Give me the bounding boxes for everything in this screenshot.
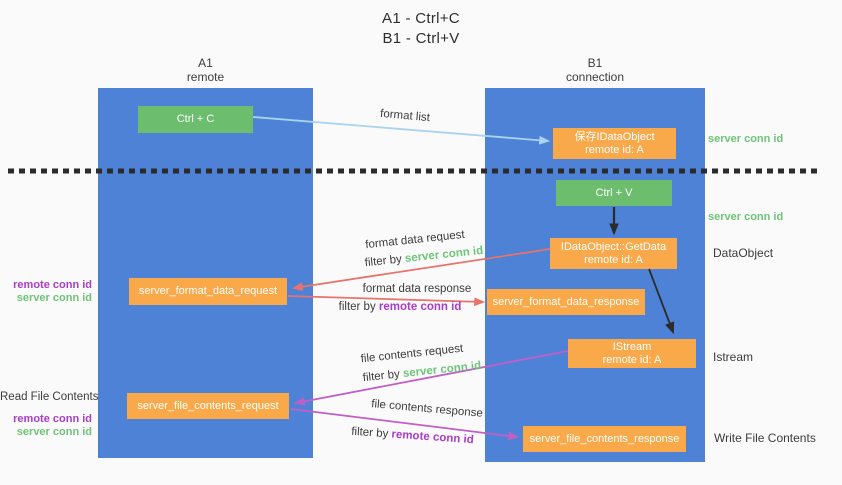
left-server-conn-id-1: server conn id xyxy=(16,292,92,304)
dataobject-annotation: DataObject xyxy=(713,246,774,260)
label-filter-by-remote-2: filter by remote conn id xyxy=(345,425,481,447)
left-server-conn-id-2: server conn id xyxy=(16,426,92,438)
remote-conn-id-text: remote conn id xyxy=(378,301,462,313)
left-conn-pair-2: remote conn id server conn id xyxy=(0,413,92,439)
getdata-box: IDataObject::GetData remote id: A xyxy=(550,238,677,269)
left-remote-conn-id-2: remote conn id xyxy=(13,413,92,425)
filter-by-text: filter by xyxy=(362,368,401,385)
istream-line1: IStream xyxy=(612,340,652,353)
filter-by-text: filter by xyxy=(364,253,403,270)
save-dataobject-box: 保存IDataObject remote id: A xyxy=(553,128,676,159)
lane-b1-role: connection xyxy=(565,70,625,84)
server-conn-id-text: server conn id xyxy=(402,359,482,380)
server-format-data-response-label: server_format_data_response xyxy=(492,295,640,308)
ctrl-v-label: Ctrl + V xyxy=(595,186,633,199)
lane-b1-header: B1 connection xyxy=(485,56,705,84)
server-format-data-request-label: server_format_data_request xyxy=(138,285,278,297)
server-format-data-request-box: server_format_data_request xyxy=(129,278,287,305)
title-line-2: B1 - Ctrl+V xyxy=(382,30,460,47)
label-filter-by-remote-1: filter by remote conn id xyxy=(335,301,465,313)
istream-box: IStream remote id: A xyxy=(568,339,696,368)
save-dataobject-line1: 保存IDataObject xyxy=(574,130,655,143)
left-remote-conn-id-1: remote conn id xyxy=(13,279,92,291)
right-server-conn-id-2: server conn id xyxy=(708,211,784,223)
filter-by-text: filter by xyxy=(350,425,389,441)
lane-a1-header: A1 remote xyxy=(98,56,313,84)
istream-line2: remote id: A xyxy=(602,353,662,366)
label-file-contents-response: file contents response xyxy=(370,398,484,420)
write-file-contents-annotation: Write File Contents xyxy=(714,431,816,445)
lane-b1-name: B1 xyxy=(587,56,603,70)
save-dataobject-line2: remote id: A xyxy=(585,143,644,156)
left-conn-pair-1: remote conn id server conn id xyxy=(0,279,92,305)
label-format-data-response: format data response xyxy=(362,283,472,295)
lane-a1-role: remote xyxy=(186,70,225,84)
server-file-contents-request-box: server_file_contents_request xyxy=(127,393,289,419)
server-file-contents-response-box: server_file_contents_response xyxy=(523,426,686,452)
ctrl-v-box: Ctrl + V xyxy=(556,180,672,206)
filter-by-text: filter by xyxy=(338,301,376,313)
getdata-line1: IDataObject::GetData xyxy=(560,240,667,253)
server-file-contents-request-label: server_file_contents_request xyxy=(137,399,279,412)
istream-annotation: Istream xyxy=(713,350,754,364)
server-conn-id-text: server conn id xyxy=(404,244,484,265)
lane-a1-name: A1 xyxy=(198,56,213,70)
label-format-list: format list xyxy=(379,107,431,125)
ctrl-c-label: Ctrl + C xyxy=(176,113,215,125)
right-server-conn-id-1: server conn id xyxy=(708,133,784,145)
read-file-contents-annotation: Read File Contents xyxy=(0,391,99,403)
server-format-data-response-box: server_format_data_response xyxy=(487,289,645,315)
ctrl-c-box: Ctrl + C xyxy=(138,106,253,133)
getdata-line2: remote id: A xyxy=(584,253,643,266)
remote-conn-id-text: remote conn id xyxy=(391,428,475,447)
server-file-contents-response-label: server_file_contents_response xyxy=(529,432,680,445)
diagram-title: A1 - Ctrl+C B1 - Ctrl+V xyxy=(0,9,842,49)
title-line-1: A1 - Ctrl+C xyxy=(382,10,460,27)
